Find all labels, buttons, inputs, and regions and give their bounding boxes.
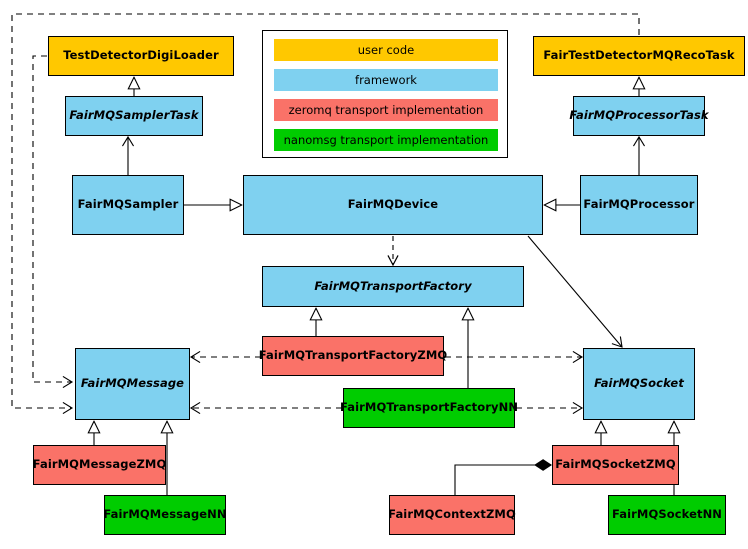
class-box-label: FairMQSamplerTask: [69, 108, 199, 123]
legend-row-nanomsg: nanomsg transport implementation: [274, 129, 498, 151]
class-box-label: FairMQContextZMQ: [388, 507, 516, 522]
class-box-FairMQContextZMQ[interactable]: FairMQContextZMQ: [388, 495, 516, 535]
class-box-FairMQSampler[interactable]: FairMQSampler: [72, 175, 184, 235]
class-box-label: FairMQSocket: [594, 376, 684, 391]
class-box-FairMQDevice[interactable]: FairMQDevice: [243, 175, 543, 235]
class-box-label: FairMQMessage: [80, 376, 185, 391]
legend-row-zeromq: zeromq transport implementation: [274, 99, 498, 121]
class-box-label: FairMQProcessor: [583, 197, 695, 212]
class-box-label: FairMQMessageNN: [103, 507, 227, 522]
edge-device-socket: [527, 235, 623, 348]
class-box-label: FairMQTransportFactoryNN: [339, 400, 519, 415]
class-box-FairMQTransportFactory[interactable]: FairMQTransportFactory: [262, 266, 524, 307]
edge-contextzmq-socketzmq: [454, 465, 551, 495]
class-box-FairMQSocket[interactable]: FairMQSocket: [583, 348, 695, 420]
class-box-FairMQTransportFactoryNN[interactable]: FairMQTransportFactoryNN: [339, 388, 519, 428]
legend-label-user-code: user code: [357, 43, 415, 57]
class-box-FairMQMessage[interactable]: FairMQMessage: [75, 348, 190, 420]
class-box-FairMQMessageNN[interactable]: FairMQMessageNN: [103, 495, 227, 535]
class-box-FairMQMessageZMQ[interactable]: FairMQMessageZMQ: [33, 445, 166, 485]
class-box-label: FairMQTransportFactory: [314, 278, 472, 293]
class-box-FairMQTransportFactoryZMQ[interactable]: FairMQTransportFactoryZMQ: [259, 336, 447, 376]
class-box-label: FairMQSocketNN: [611, 507, 723, 522]
class-box-label: FairMQProcessorTask: [569, 108, 709, 123]
legend-label-nanomsg: nanomsg transport implementation: [283, 133, 489, 147]
class-box-FairMQSamplerTask[interactable]: FairMQSamplerTask: [65, 96, 203, 136]
legend-label-framework: framework: [355, 73, 417, 87]
class-box-FairMQSocketZMQ[interactable]: FairMQSocketZMQ: [552, 445, 679, 485]
class-box-label: FairMQTransportFactoryZMQ: [258, 348, 448, 363]
class-box-FairMQProcessor[interactable]: FairMQProcessor: [580, 175, 698, 235]
legend-panel: user code framework zeromq transport imp…: [262, 30, 508, 158]
class-box-TestDetectorDigiLoader[interactable]: TestDetectorDigiLoader: [48, 36, 234, 76]
class-box-label: FairMQSampler: [77, 197, 179, 212]
legend-row-user-code: user code: [274, 39, 498, 61]
class-box-label: FairMQMessageZMQ: [32, 457, 167, 472]
class-box-FairTestDetectorMQRecoTask[interactable]: FairTestDetectorMQRecoTask: [533, 36, 745, 76]
class-box-FairMQProcessorTask[interactable]: FairMQProcessorTask: [569, 96, 709, 136]
class-box-label: FairTestDetectorMQRecoTask: [543, 48, 735, 63]
legend-label-zeromq: zeromq transport implementation: [288, 103, 484, 117]
class-box-label: FairMQDevice: [347, 197, 439, 212]
class-box-label: TestDetectorDigiLoader: [63, 48, 219, 63]
legend-row-framework: framework: [274, 69, 498, 91]
class-box-label: FairMQSocketZMQ: [555, 457, 676, 472]
class-box-FairMQSocketNN[interactable]: FairMQSocketNN: [608, 495, 726, 535]
